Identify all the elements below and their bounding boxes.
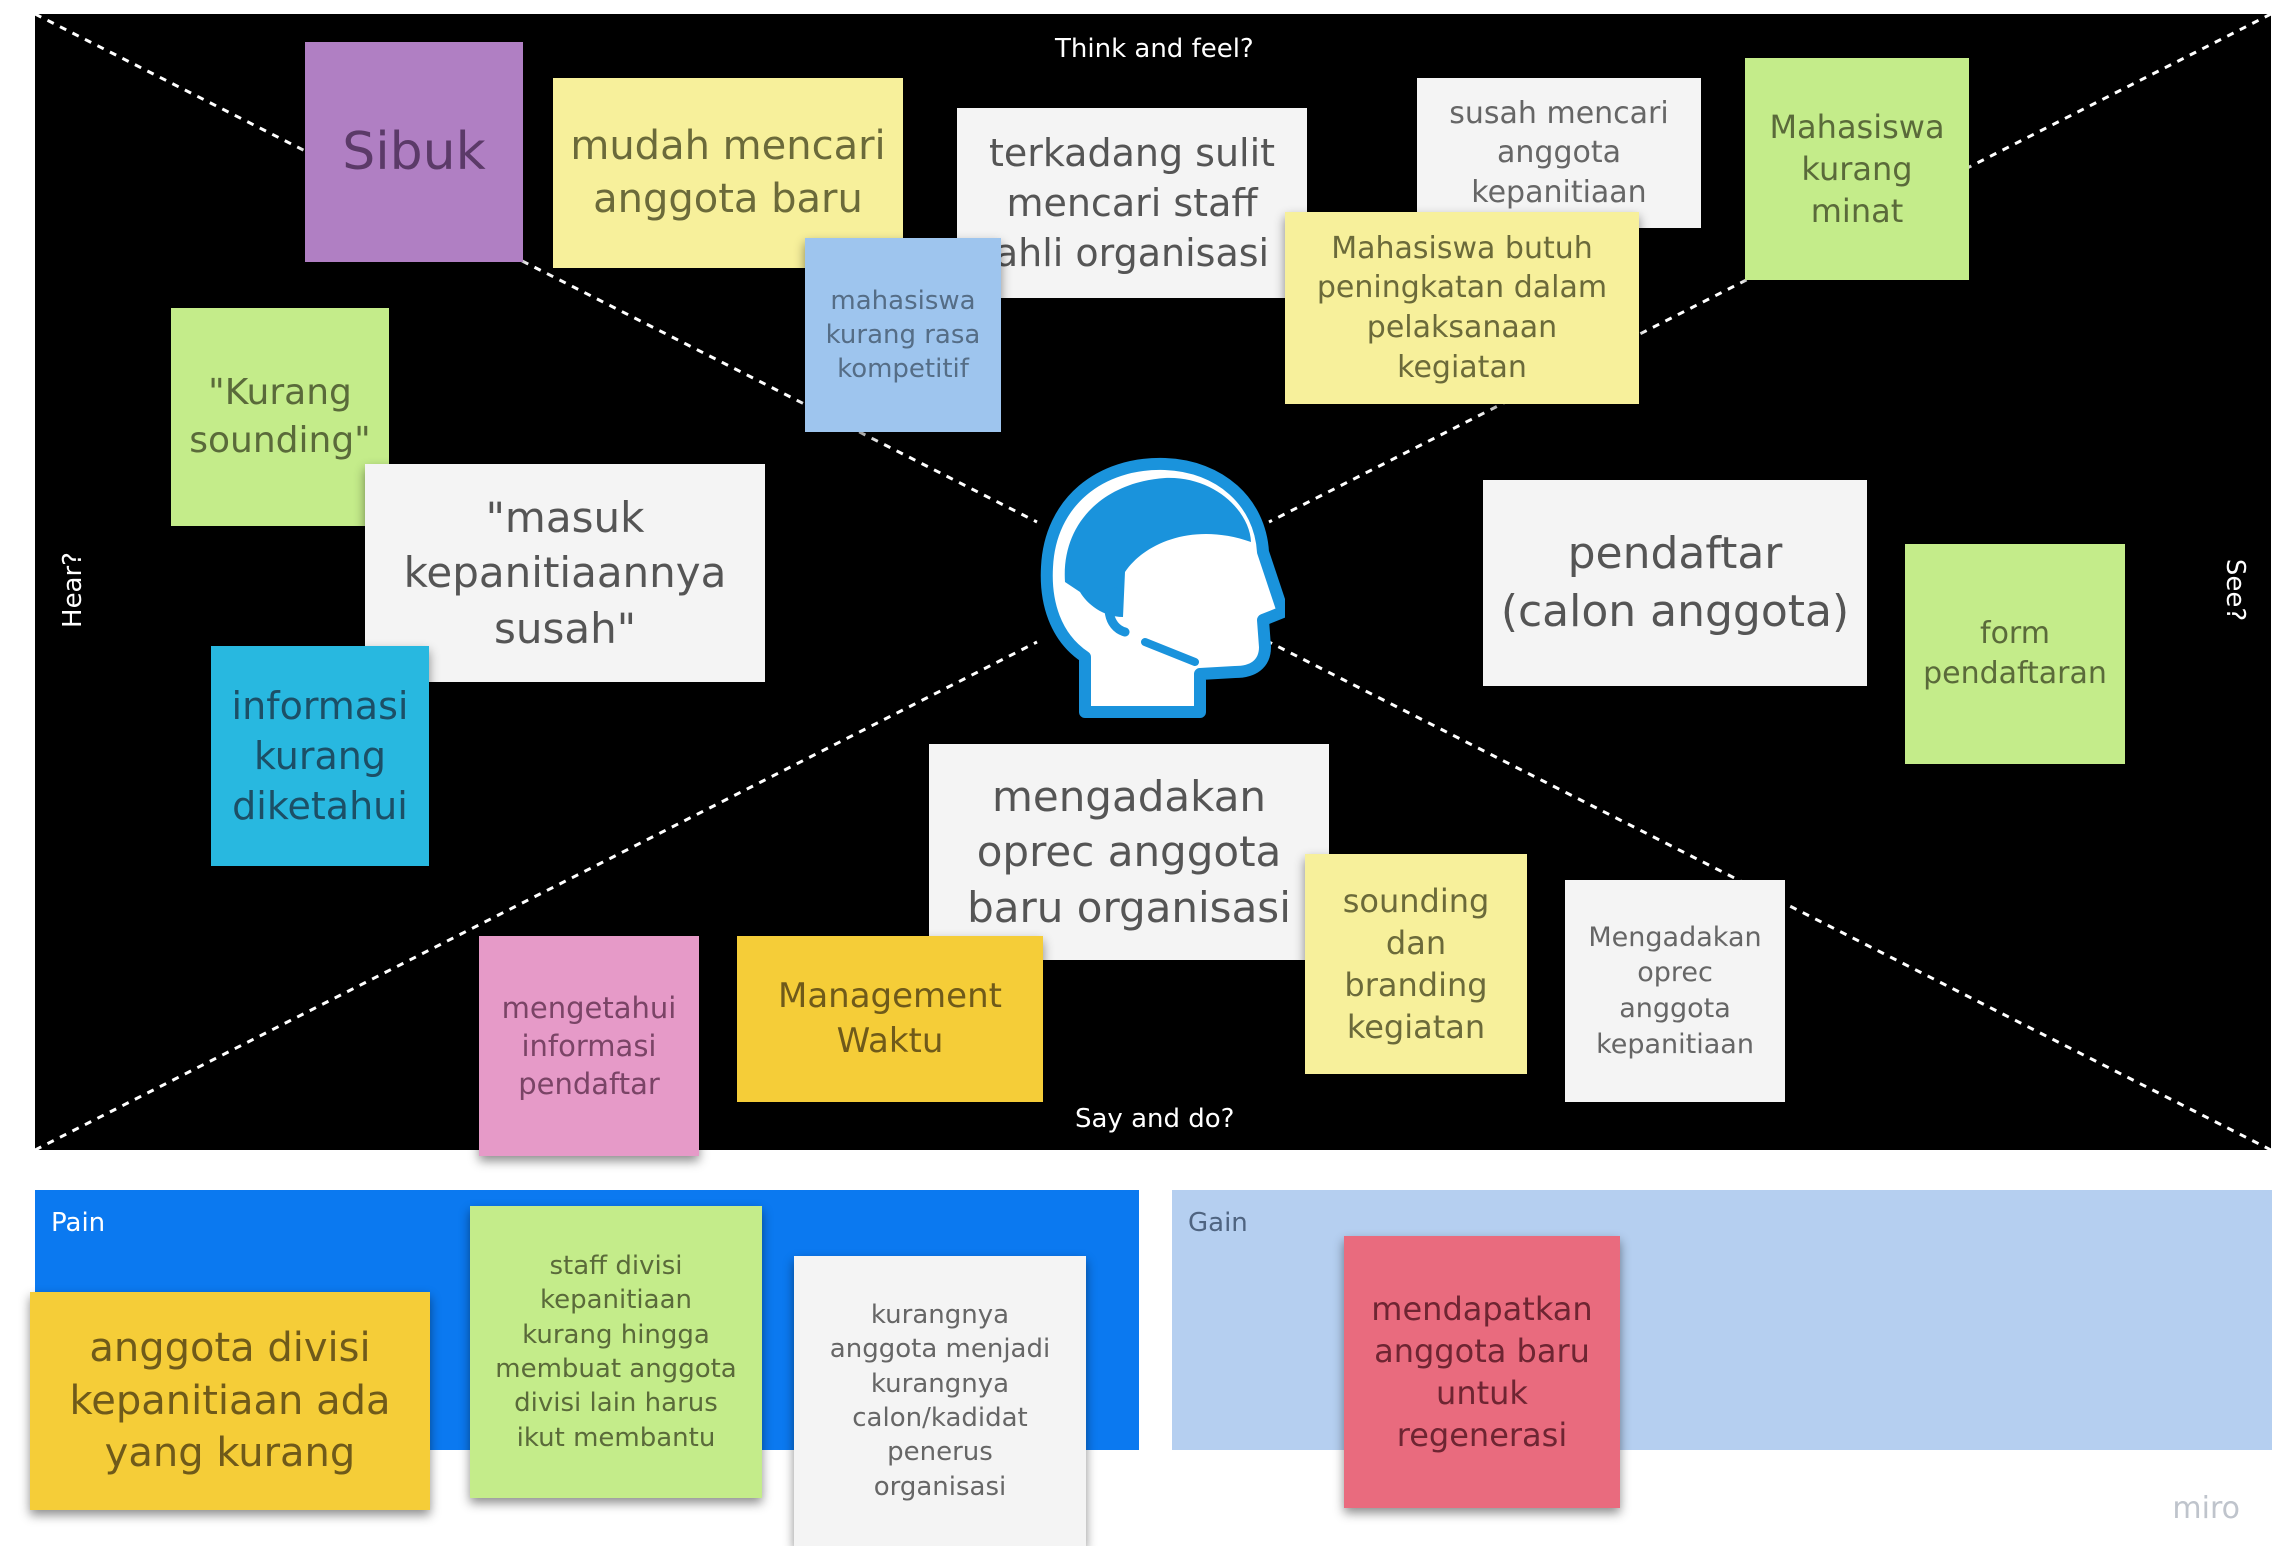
gain-label: Gain bbox=[1188, 1208, 1248, 1238]
user-head-profile-icon bbox=[1040, 457, 1285, 718]
sticky-note-mahasiswa-kompetitif[interactable]: mahasiswa kurang rasa kompetitif bbox=[805, 238, 1001, 432]
sticky-note-mudah-mencari[interactable]: mudah mencari anggota baru bbox=[553, 78, 903, 268]
sticky-note-terkadang-sulit[interactable]: terkadang sulit mencari staff ahli organ… bbox=[957, 108, 1307, 298]
sticky-note-masuk-kepanitiaan[interactable]: "masuk kepanitiaannya susah" bbox=[365, 464, 765, 682]
divider-line-top-left bbox=[35, 14, 1038, 524]
sticky-note-susah-kepanitiaan[interactable]: susah mencari anggota kepanitiaan bbox=[1417, 78, 1701, 228]
sticky-note-mahasiswa-butuh[interactable]: Mahasiswa butuh peningkatan dalam pelaks… bbox=[1285, 212, 1639, 404]
miro-watermark: miro bbox=[2172, 1491, 2240, 1526]
quadrant-label-hear: Hear? bbox=[58, 552, 88, 628]
sticky-note-kurang-sounding[interactable]: "Kurang sounding" bbox=[171, 308, 389, 526]
sticky-note-informasi-kurang[interactable]: informasi kurang diketahui bbox=[211, 646, 429, 866]
quadrant-label-see: See? bbox=[2220, 558, 2250, 622]
sticky-note-management-waktu[interactable]: Management Waktu bbox=[737, 936, 1043, 1102]
divider-line-bottom-left bbox=[35, 640, 1038, 1150]
sticky-note-mendapatkan-anggota[interactable]: mendapatkan anggota baru untuk regeneras… bbox=[1344, 1236, 1620, 1508]
empathy-map-board: Think and feel? Say and do? Hear? See? S… bbox=[35, 14, 2271, 1156]
quadrant-label-think-feel: Think and feel? bbox=[1055, 34, 1254, 64]
sticky-note-mengadakan-kepanitiaan[interactable]: Mengadakan oprec anggota kepanitiaan bbox=[1565, 880, 1785, 1102]
quadrant-label-say-do: Say and do? bbox=[1075, 1104, 1235, 1134]
gain-panel: Gain bbox=[1172, 1190, 2272, 1450]
sticky-note-form-pendaftaran[interactable]: form pendaftaran bbox=[1905, 544, 2125, 764]
sticky-note-staff-divisi[interactable]: staff divisi kepanitiaan kurang hingga m… bbox=[470, 1206, 762, 1498]
sticky-note-sounding-branding[interactable]: sounding dan branding kegiatan bbox=[1305, 854, 1527, 1074]
sticky-note-mengetahui-informasi[interactable]: mengetahui informasi pendaftar bbox=[479, 936, 699, 1156]
sticky-note-kurangnya-anggota[interactable]: kurangnya anggota menjadi kurangnya calo… bbox=[794, 1256, 1086, 1546]
sticky-note-sibuk[interactable]: Sibuk bbox=[305, 42, 523, 262]
sticky-note-anggota-divisi[interactable]: anggota divisi kepanitiaan ada yang kura… bbox=[30, 1292, 430, 1510]
pain-label: Pain bbox=[51, 1208, 106, 1238]
sticky-note-pendaftar[interactable]: pendaftar (calon anggota) bbox=[1483, 480, 1867, 686]
sticky-note-mahasiswa-minat[interactable]: Mahasiswa kurang minat bbox=[1745, 58, 1969, 280]
sticky-note-mengadakan-oprec[interactable]: mengadakan oprec anggota baru organisasi bbox=[929, 744, 1329, 960]
